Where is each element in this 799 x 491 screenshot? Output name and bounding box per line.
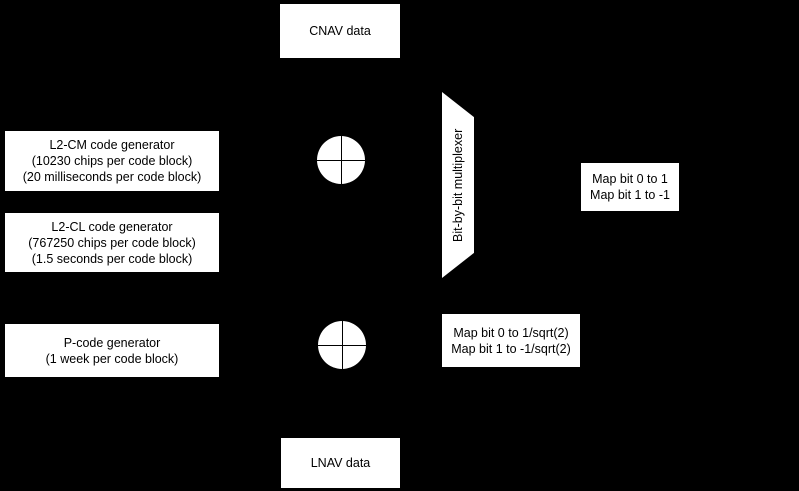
block-l2cl-code-generator: L2-CL code generator (767250 chips per c…	[4, 212, 220, 273]
block-pcode-line-2: (1 week per code block)	[45, 351, 179, 366]
block-p-code-generator: P-code generator (1 week per code block)	[4, 323, 220, 378]
block-l2cm-line-2: (10230 chips per code block)	[31, 154, 193, 168]
block-lnav-data: LNAV data	[280, 437, 401, 489]
block-lnav-data-line-1: LNAV data	[310, 456, 371, 470]
block-map-binary-line-2: Map bit 1 to -1	[590, 188, 670, 202]
block-bit-by-bit-multiplexer	[442, 92, 474, 278]
block-l2cm-code-generator: L2-CM code generator (10230 chips per co…	[4, 130, 220, 192]
block-l2cm-line-3: (20 milliseconds per code block)	[22, 170, 202, 184]
block-map-sqrt-line-2: Map bit 1 to -1/sqrt(2)	[451, 341, 571, 356]
block-l2cm-line-1: L2-CM code generator	[49, 138, 175, 152]
block-bit-by-bit-multiplexer-label: Bit-by-bit multiplexer	[451, 128, 465, 242]
xor-upper-modulo2-adder-icon	[317, 136, 365, 184]
block-l2cl-line-1: L2-CL code generator	[51, 219, 173, 234]
block-map-binary-line-1: Map bit 0 to 1	[592, 172, 668, 186]
block-map-binary: Map bit 0 to 1 Map bit 1 to -1	[580, 162, 680, 212]
xor-upper-horizontal-bar	[317, 159, 365, 161]
block-l2cl-line-2: (767250 chips per code block)	[28, 235, 196, 250]
block-pcode-line-1: P-code generator	[63, 335, 161, 350]
xor-lower-modulo2-adder-icon	[318, 321, 366, 369]
block-cnav-data: CNAV data	[279, 3, 401, 59]
block-map-sqrt: Map bit 0 to 1/sqrt(2) Map bit 1 to -1/s…	[441, 313, 581, 368]
block-l2cl-line-3: (1.5 seconds per code block)	[31, 251, 193, 266]
xor-lower-horizontal-bar	[318, 344, 366, 346]
block-map-sqrt-line-1: Map bit 0 to 1/sqrt(2)	[453, 325, 569, 340]
block-cnav-data-line-1: CNAV data	[309, 24, 371, 38]
